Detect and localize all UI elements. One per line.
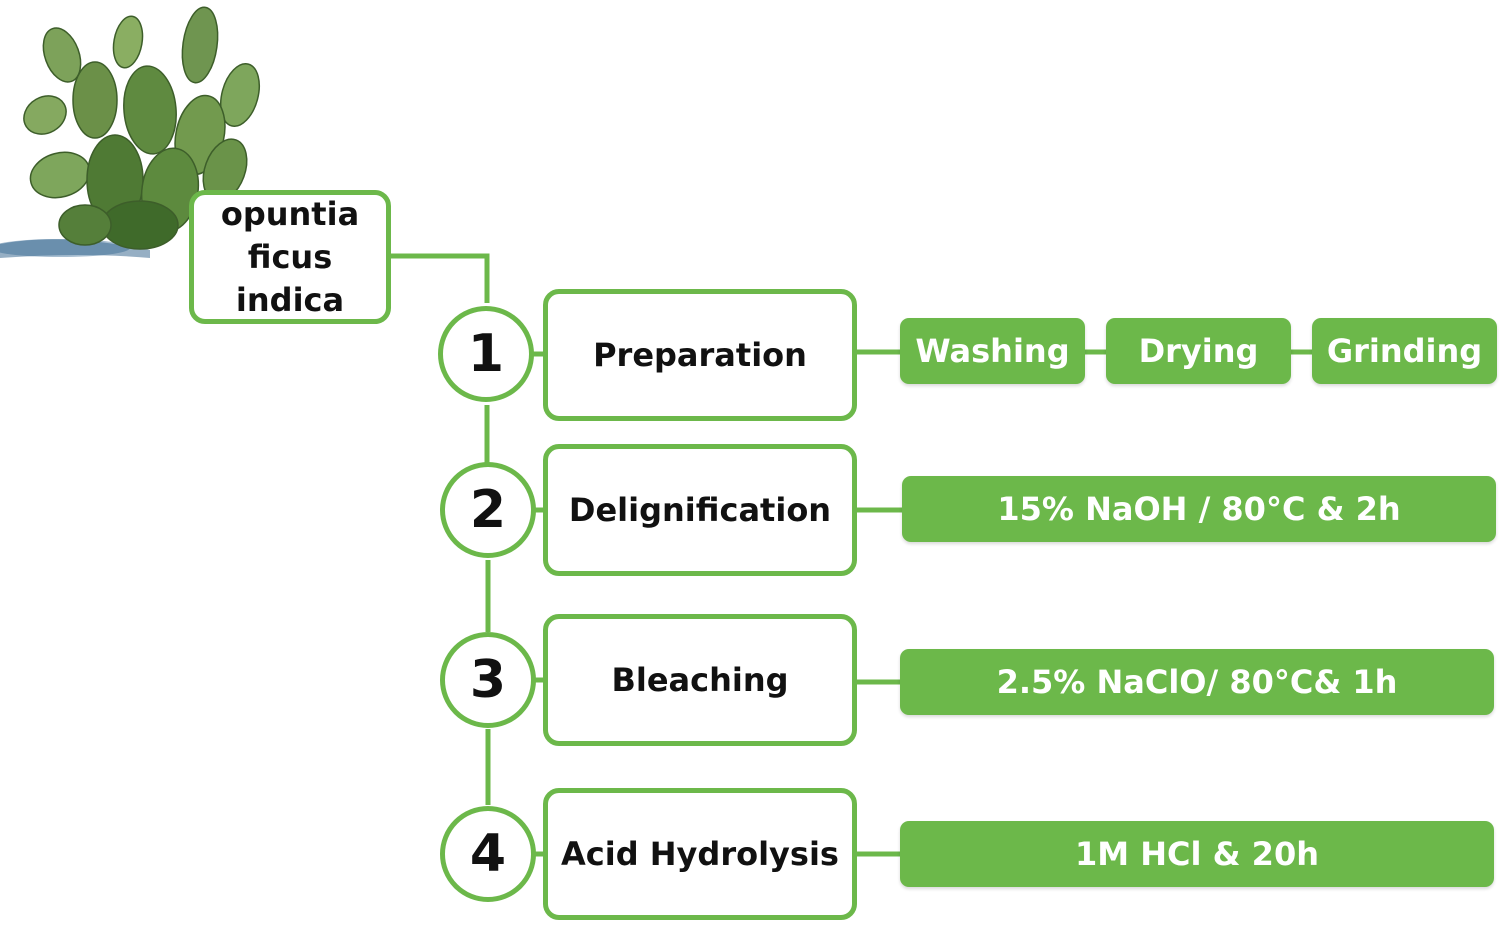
source-name-line-2: ficus [247,237,333,276]
detail-bleaching-conditions: 2.5% NaClO/ 80°C& 1h [900,649,1494,715]
detail-label-drying: Drying [1138,332,1259,370]
step-box-acid-hydrolysis: Acid Hydrolysis [543,788,857,920]
detail-label-delignification: 15% NaOH / 80°C & 2h [997,490,1401,528]
source-plant-box: opuntia ficus indica [189,190,391,324]
source-name-line-3: indica [235,280,345,319]
step-number-circle-3: 3 [440,632,536,728]
step-label-acid-hydrolysis: Acid Hydrolysis [561,835,839,873]
detail-drying: Drying [1106,318,1291,384]
step-box-bleaching: Bleaching [543,614,857,746]
detail-label-bleaching: 2.5% NaClO/ 80°C& 1h [996,663,1398,701]
step-label-bleaching: Bleaching [611,661,789,699]
step-box-delignification: Delignification [543,444,857,576]
step-number-circle-4: 4 [440,806,536,902]
step-number-2: 2 [469,480,507,540]
connector-source [390,253,490,303]
detail-delignification-conditions: 15% NaOH / 80°C & 2h [902,476,1496,542]
step-number-4: 4 [469,824,507,884]
detail-washing: Washing [900,318,1085,384]
detail-label-grinding: Grinding [1326,332,1483,370]
detail-label-acid-hydrolysis: 1M HCl & 20h [1075,835,1319,873]
detail-acid-hydrolysis-conditions: 1M HCl & 20h [900,821,1494,887]
step-label-delignification: Delignification [568,491,832,529]
step-number-1: 1 [467,324,505,384]
step-label-preparation: Preparation [593,336,807,374]
step-number-3: 3 [469,650,507,710]
step-number-circle-1: 1 [438,306,534,402]
cactus-plant-image [0,6,261,258]
detail-grinding: Grinding [1312,318,1497,384]
step-box-preparation: Preparation [543,289,857,421]
detail-label-washing: Washing [915,332,1070,370]
step-number-circle-2: 2 [440,462,536,558]
source-name-line-1: opuntia [220,194,360,233]
